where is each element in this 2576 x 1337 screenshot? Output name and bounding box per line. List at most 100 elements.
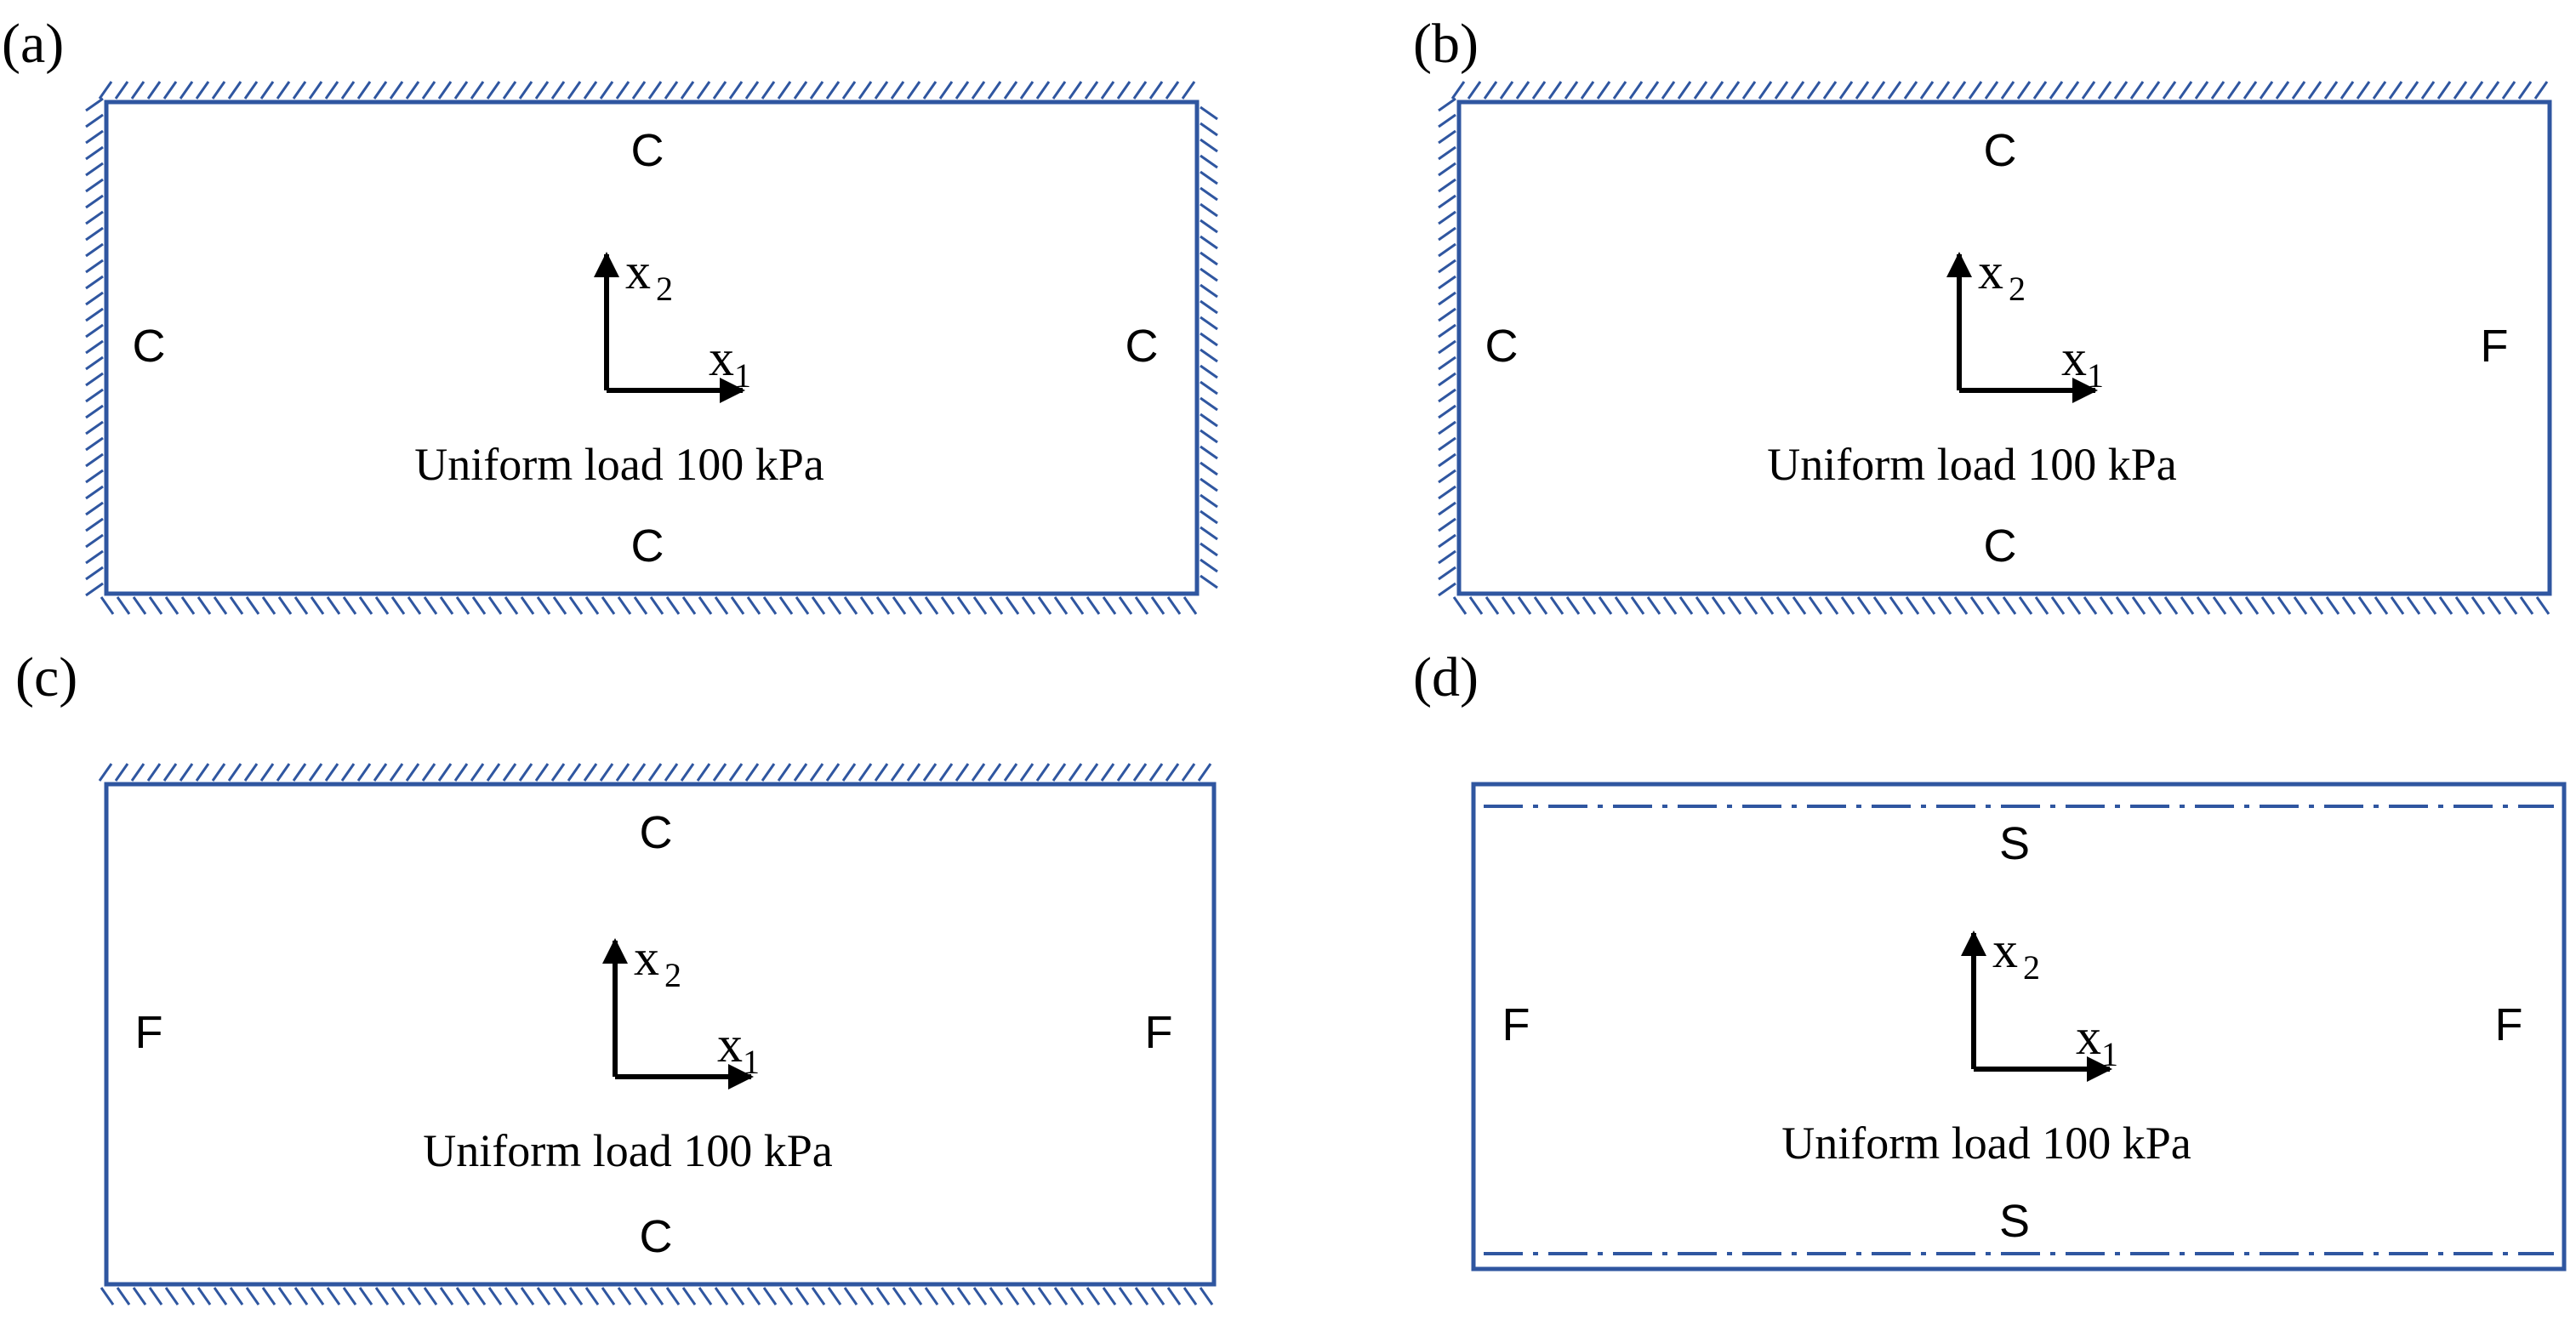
hatch-tick (1165, 81, 1180, 100)
hatch-tick (1200, 170, 1218, 185)
hatch-tick (972, 1287, 988, 1306)
hatch-tick (1450, 81, 1466, 100)
hatch-tick (146, 81, 162, 100)
hatch-tick (2260, 596, 2276, 615)
hatch-tick (2517, 81, 2533, 100)
hatch-tick (1438, 533, 1456, 549)
hatch-tick (85, 226, 104, 242)
hatch-tick (906, 763, 921, 782)
hatch-tick (664, 763, 679, 782)
hatch-tick (1438, 452, 1456, 468)
hatch-tick (568, 1287, 584, 1306)
hatch-tick (85, 194, 104, 209)
hatch-tick (601, 1287, 616, 1306)
hatch-tick (146, 763, 162, 782)
hatch-tick (1183, 596, 1198, 615)
hatch-tick (681, 596, 697, 615)
panel-label: (d) (1413, 646, 1479, 708)
hatch-tick (162, 81, 178, 100)
hatch-tick (1775, 596, 1791, 615)
plate-outline (104, 100, 1200, 596)
hatch-tick (85, 549, 104, 565)
hatch-tick (841, 763, 857, 782)
hatch-tick (2438, 596, 2453, 615)
hatch-tick (825, 763, 841, 782)
hatch-tick (423, 596, 438, 615)
hatch-tick (1200, 509, 1218, 525)
hatch-tick (647, 763, 663, 782)
hatch-tick (1549, 596, 1564, 615)
hatch-tick (1084, 763, 1099, 782)
hatch-tick (116, 1287, 131, 1306)
hatch-tick (811, 596, 826, 615)
hatch-tick (2277, 596, 2292, 615)
hatch-tick (1905, 596, 1920, 615)
hatch-tick (85, 275, 104, 290)
hatch-tick (1100, 763, 1115, 782)
hatch-tick (2000, 81, 2015, 100)
hatch-tick (2436, 81, 2452, 100)
hatch-tick (340, 81, 356, 100)
hatch-tick (487, 1287, 503, 1306)
hatch-tick (908, 1287, 923, 1306)
hatch-tick (1200, 493, 1218, 509)
hatch-tick (2339, 81, 2355, 100)
hatch-tick (211, 81, 226, 100)
hatch-tick (1438, 388, 1456, 403)
hatch-tick (615, 81, 630, 100)
hatch-tick (664, 81, 679, 100)
hatch-tick (665, 1287, 681, 1306)
hatch-tick (2163, 596, 2179, 615)
hatch-tick (2081, 81, 2096, 100)
hatch-tick (1438, 291, 1456, 306)
hatch-tick (1438, 226, 1456, 242)
hatch-tick (1148, 763, 1164, 782)
edge-label-bottom: C (640, 1211, 673, 1262)
hatch-tick (1937, 596, 1952, 615)
hatch-tick (2178, 81, 2193, 100)
hatch-tick (2129, 81, 2145, 100)
hatch-tick (567, 81, 582, 100)
hatch-tick (98, 81, 113, 100)
panel-label: (b) (1413, 13, 1479, 75)
hatch-tick (777, 763, 792, 782)
hatch-tick (1053, 1287, 1069, 1306)
hatch-tick (938, 763, 954, 782)
hatch-tick (2469, 81, 2484, 100)
hatch-tick (2244, 596, 2260, 615)
hatch-tick (1053, 596, 1069, 615)
hatch-tick (439, 1287, 454, 1306)
hatch-tick (1005, 1287, 1020, 1306)
hatch-tick (2034, 596, 2049, 615)
hatch-tick (601, 596, 616, 615)
hatch-tick (843, 596, 858, 615)
hatch-tick (85, 339, 104, 355)
hatch-tick (843, 1287, 858, 1306)
hatch-tick (567, 763, 582, 782)
hatch-tick (439, 596, 454, 615)
hatch-tick (487, 596, 503, 615)
hatch-tick (1069, 596, 1085, 615)
hatch-tick (1678, 596, 1694, 615)
hatch-tick (1200, 105, 1218, 121)
hatch-tick (1134, 1287, 1149, 1306)
hatch-tick (761, 763, 776, 782)
hatch-tick (1438, 501, 1456, 516)
edge-label-right: F (1145, 1007, 1173, 1058)
hatch-tick (1116, 763, 1131, 782)
hatch-tick (1695, 596, 1710, 615)
hatch-tick (1467, 81, 1482, 100)
hatch-tick (2113, 81, 2129, 100)
hatch-tick (2357, 596, 2373, 615)
hatch-tick (2032, 81, 2048, 100)
hatch-tick (2420, 81, 2436, 100)
hatch-tick (1822, 81, 1838, 100)
hatch-tick (809, 763, 824, 782)
hatch-tick (1438, 436, 1456, 452)
hatch-tick (1903, 81, 1918, 100)
hatch-tick (908, 596, 923, 615)
hatch-tick (1200, 542, 1218, 557)
hatch-tick (1069, 1287, 1085, 1306)
